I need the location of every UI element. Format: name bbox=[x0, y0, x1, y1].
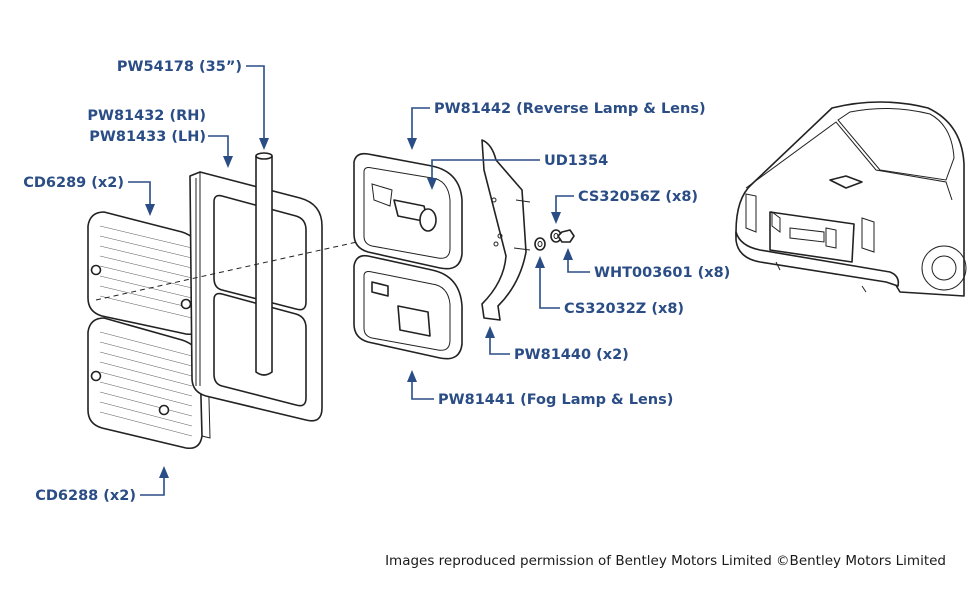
leader-reverse-lamp bbox=[407, 107, 430, 150]
label-washer-a: CS32056Z (x8) bbox=[578, 189, 698, 205]
label-washer-b: CS32032Z (x8) bbox=[564, 301, 684, 317]
fog-lamp-part bbox=[353, 254, 463, 360]
leader-lens-lower bbox=[140, 466, 169, 496]
leader-bulb bbox=[427, 159, 540, 190]
leader-bracket bbox=[485, 326, 510, 355]
label-fog-lamp: PW81441 (Fog Lamp & Lens) bbox=[438, 392, 673, 408]
nut-part bbox=[557, 229, 575, 243]
leader-washer-a bbox=[551, 195, 574, 224]
label-frame-rh: PW81432 (RH) bbox=[87, 108, 206, 124]
label-bulb: UD1354 bbox=[544, 153, 608, 169]
leader-frame bbox=[208, 135, 233, 168]
leader-hose bbox=[246, 65, 269, 150]
hose-part bbox=[255, 152, 273, 376]
bracket-part bbox=[481, 139, 531, 321]
label-frame-lh: PW81433 (LH) bbox=[89, 129, 206, 145]
leader-nut bbox=[563, 248, 590, 273]
washer-b-part bbox=[534, 237, 546, 251]
label-lens-upper: CD6289 (x2) bbox=[23, 175, 124, 191]
label-hose: PW54178 (35”) bbox=[117, 59, 242, 75]
copyright-credit: Images reproduced permission of Bentley … bbox=[385, 553, 946, 569]
label-reverse-lamp: PW81442 (Reverse Lamp & Lens) bbox=[434, 101, 706, 117]
label-bracket: PW81440 (x2) bbox=[514, 347, 629, 363]
leader-washer-b bbox=[535, 256, 560, 309]
label-nut: WHT003601 (x8) bbox=[594, 265, 730, 281]
alignment-line bbox=[95, 227, 421, 301]
car-rear-illustration bbox=[735, 101, 967, 297]
label-lens-lower: CD6288 (x2) bbox=[35, 488, 136, 504]
reverse-lamp-part bbox=[353, 152, 463, 270]
leader-fog-lamp bbox=[407, 370, 434, 400]
lens-lower-part bbox=[87, 317, 211, 450]
leader-lens-upper bbox=[128, 181, 155, 216]
